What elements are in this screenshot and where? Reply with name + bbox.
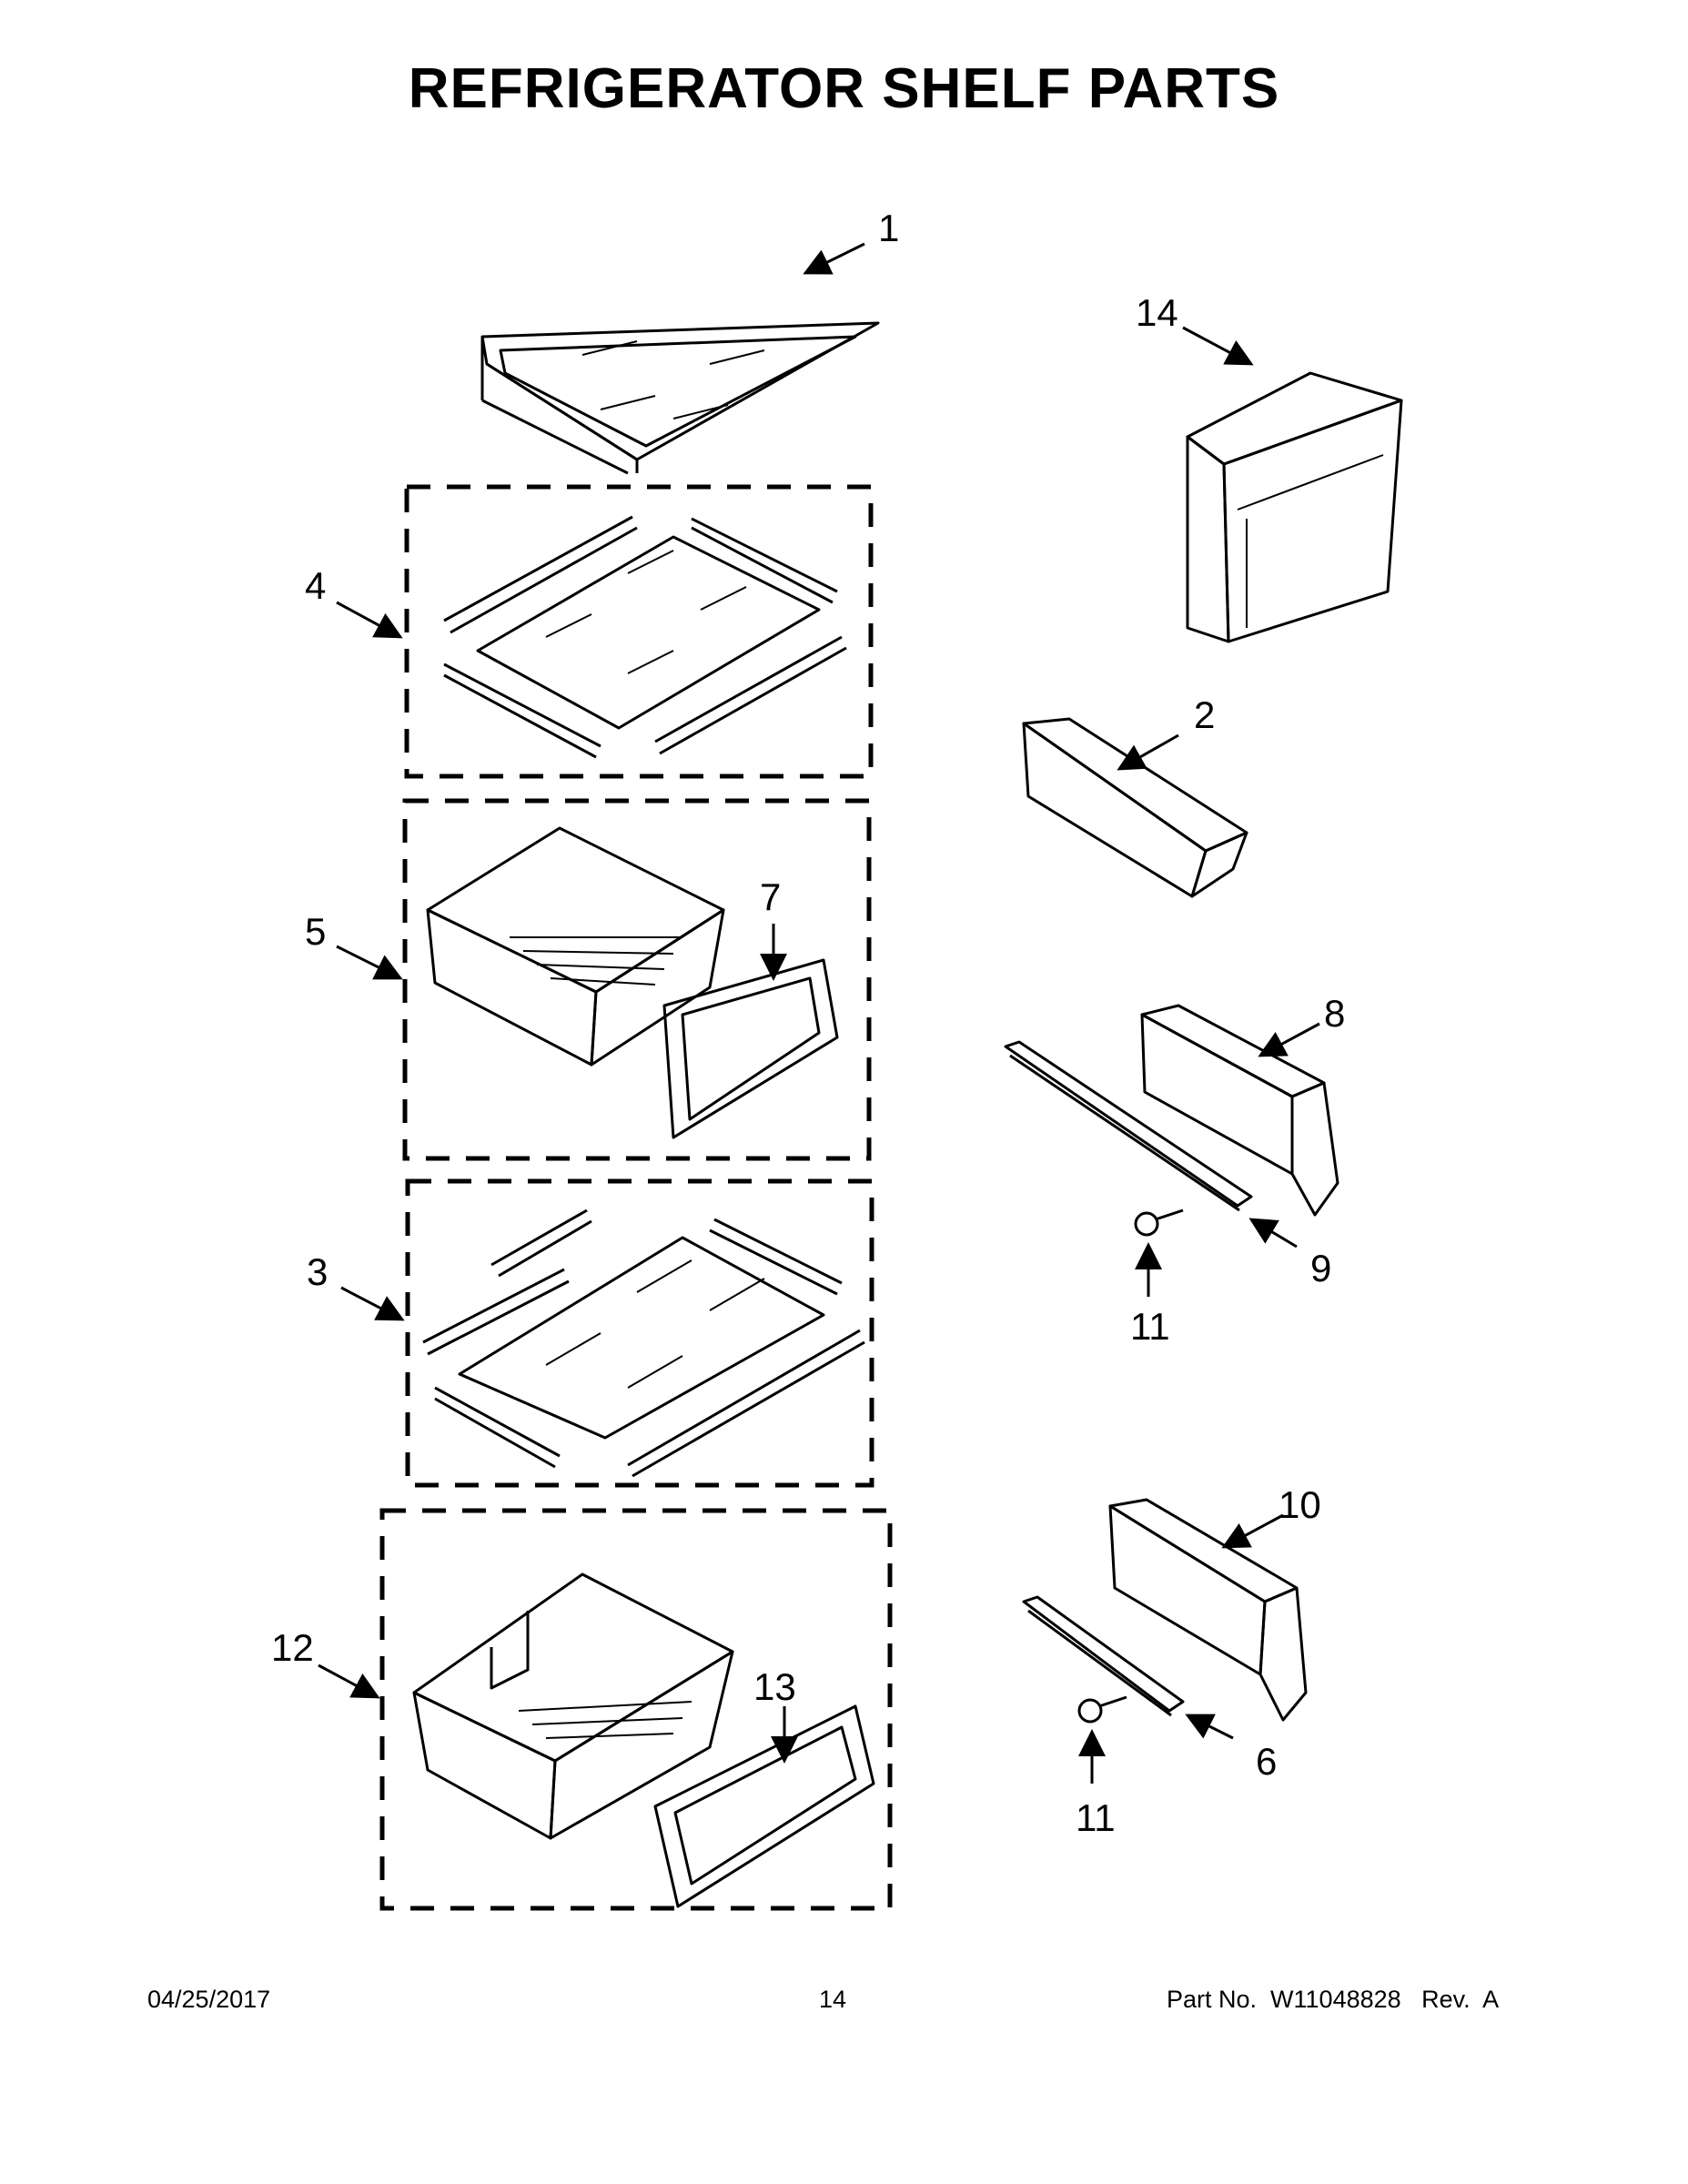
part-9-slide-rail	[1004, 1040, 1298, 1249]
group-box-3	[405, 1178, 874, 1488]
part-4-shelf-set	[336, 515, 847, 759]
part-10-slide-cover	[1108, 1498, 1308, 1722]
part-8-slide-cover	[1140, 1004, 1339, 1217]
callout-12: 12	[271, 1626, 314, 1669]
group-box-12	[379, 1508, 893, 1911]
footer-part-number: Part No. W11048828 Rev. A	[1167, 1986, 1500, 2013]
part-11-screw-b	[1077, 1695, 1127, 1784]
part-1-glass-shelf	[480, 242, 880, 475]
part-5-crisper-drawer	[336, 826, 725, 1067]
callout-13: 13	[753, 1665, 796, 1708]
callout-2: 2	[1194, 693, 1215, 736]
callout-6: 6	[1256, 1740, 1277, 1783]
callout-8: 8	[1324, 992, 1345, 1035]
part-11-screw-a	[1134, 1208, 1184, 1297]
part-13-drawer-cover	[653, 1704, 875, 1908]
callout-5: 5	[305, 910, 326, 953]
part-6-slide-rail	[1022, 1595, 1234, 1740]
part-12-deli-drawer	[318, 1572, 734, 1840]
callout-7: 7	[760, 875, 781, 918]
footer-page-number: 14	[819, 1986, 847, 2013]
callout-9: 9	[1310, 1247, 1331, 1289]
callout-3: 3	[307, 1250, 328, 1293]
page-title: REFRIGERATOR SHELF PARTS	[408, 57, 1280, 120]
part-7-crisper-cover	[662, 924, 839, 1139]
footer-date: 04/25/2017	[147, 1986, 271, 2013]
part-14-bin	[1182, 326, 1403, 643]
callout-1: 1	[878, 207, 899, 249]
group-box-5	[402, 798, 872, 1161]
callout-14: 14	[1136, 291, 1178, 334]
group-box-4	[404, 484, 874, 779]
part-3-shelf-set	[340, 1208, 865, 1478]
callout-10: 10	[1279, 1483, 1321, 1526]
callout-4: 4	[305, 564, 326, 607]
part-2-rail	[1022, 717, 1248, 898]
callout-11-upper: 11	[1130, 1305, 1170, 1348]
callout-11-lower: 11	[1076, 1796, 1116, 1839]
